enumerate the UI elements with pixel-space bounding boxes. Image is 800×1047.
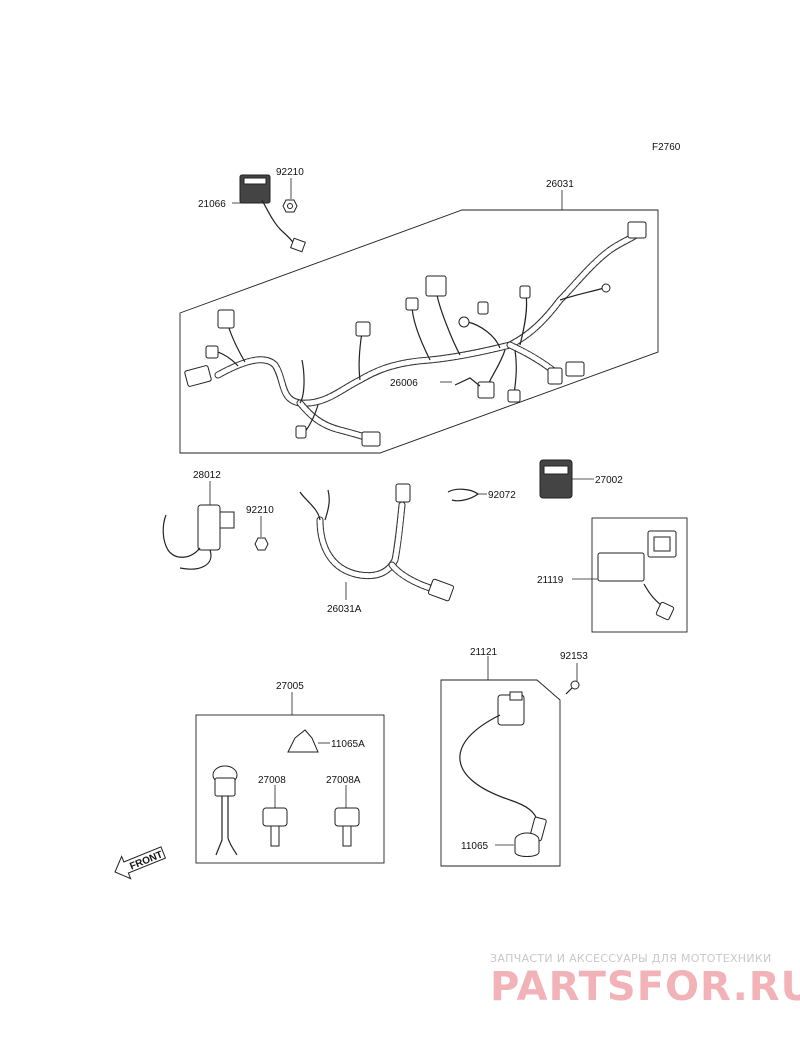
cap-11065A[interactable]: [287, 729, 319, 753]
box-21121: [440, 679, 561, 867]
key-27008A[interactable]: [334, 807, 360, 847]
box-27005: [195, 714, 385, 864]
nut-92210-mid[interactable]: [254, 537, 269, 551]
label-11065A: 11065A: [331, 739, 365, 750]
watermark-tagline: ЗАПЧАСТИ И АКСЕССУАРЫ ДЛЯ МОТОТЕХНИКИ: [490, 952, 772, 965]
label-27005: 27005: [276, 681, 304, 692]
relay-27002[interactable]: [539, 459, 573, 499]
igniter-21119[interactable]: [597, 530, 677, 621]
sub-harness-26031A[interactable]: [299, 483, 455, 602]
fuse-26006[interactable]: [440, 377, 481, 387]
label-27008A: 27008A: [326, 775, 361, 786]
label-26031: 26031: [546, 179, 574, 190]
front-arrow: FRONT: [114, 846, 167, 880]
main-harness-26031[interactable]: [184, 221, 647, 447]
label-92072: 92072: [488, 490, 516, 501]
cap-11065[interactable]: [514, 832, 540, 857]
ignition-coil-21121[interactable]: [459, 691, 547, 842]
bolt-92153[interactable]: [565, 680, 580, 695]
key-switch-27005[interactable]: [212, 765, 238, 856]
regulator-21066[interactable]: [239, 174, 306, 253]
key-27008[interactable]: [262, 807, 288, 847]
label-26031A: 26031A: [327, 604, 362, 615]
figure-code: F2760: [652, 142, 681, 153]
label-92210-mid: 92210: [246, 505, 274, 516]
label-27002: 27002: [595, 475, 623, 486]
label-11065: 11065: [461, 841, 489, 852]
label-26006: 26006: [390, 378, 418, 389]
box-21119: [591, 517, 688, 633]
switch-28012[interactable]: [162, 504, 235, 570]
label-21066: 21066: [198, 199, 226, 210]
label-21119: 21119: [537, 575, 564, 586]
nut-92210-top[interactable]: [282, 199, 298, 213]
band-92072[interactable]: [447, 488, 480, 502]
label-21121: 21121: [470, 647, 498, 658]
label-92210-top: 92210: [276, 167, 304, 178]
label-27008: 27008: [258, 775, 286, 786]
label-28012: 28012: [193, 470, 221, 481]
label-92153: 92153: [560, 651, 588, 662]
watermark-logo: PARTSFOR.RU: [490, 964, 800, 1010]
harness-box-26031: [179, 209, 659, 454]
